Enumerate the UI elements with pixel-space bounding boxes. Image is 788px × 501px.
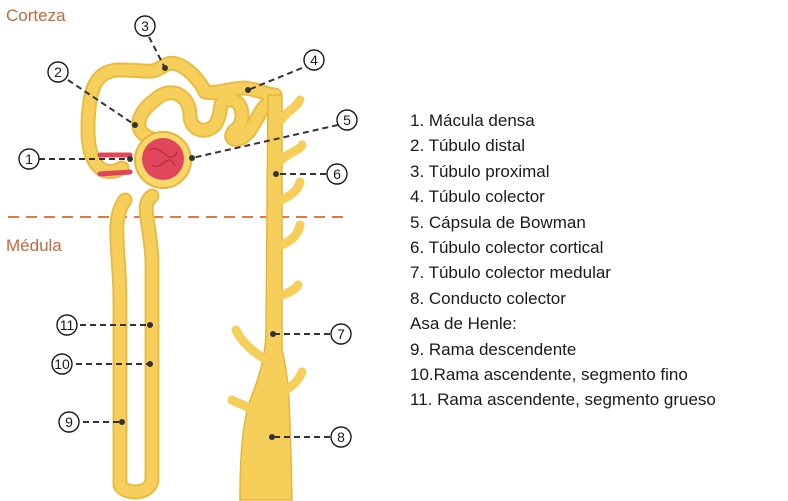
legend-item: 3. Túbulo proximal [410,159,716,184]
glomerulus [142,138,184,180]
collecting-duct [232,95,302,500]
callout-9: 9 [65,414,73,430]
callout-7: 7 [337,326,345,342]
legend-item: 11. Rama ascendente, segmento grueso [410,387,716,412]
medulla-label: Médula [6,236,62,256]
cortex-label: Corteza [6,6,66,26]
legend-item: 7. Túbulo colector medular [410,260,716,285]
callout-5: 5 [343,112,351,128]
callout-6: 6 [333,166,341,182]
legend-group-header: Asa de Henle: [410,311,716,336]
legend-item: 2. Túbulo distal [410,133,716,158]
legend: 1. Mácula densa 2. Túbulo distal 3. Túbu… [410,108,716,413]
legend-item: 1. Mácula densa [410,108,716,133]
legend-item: 6. Túbulo colector cortical [410,235,716,260]
legend-item: 5. Cápsula de Bowman [410,210,716,235]
legend-item: 9. Rama descendente [410,337,716,362]
legend-item: 4. Túbulo colector [410,184,716,209]
callout-10: 10 [54,356,70,372]
callout-1: 1 [25,151,33,167]
callout-11: 11 [60,317,75,333]
callout-3: 3 [141,18,149,34]
callout-2: 2 [54,64,62,80]
callout-4: 4 [310,52,318,68]
callout-8: 8 [337,429,345,445]
legend-item: 8. Conducto colector [410,286,716,311]
legend-item: 10.Rama ascendente, segmento fino [410,362,716,387]
